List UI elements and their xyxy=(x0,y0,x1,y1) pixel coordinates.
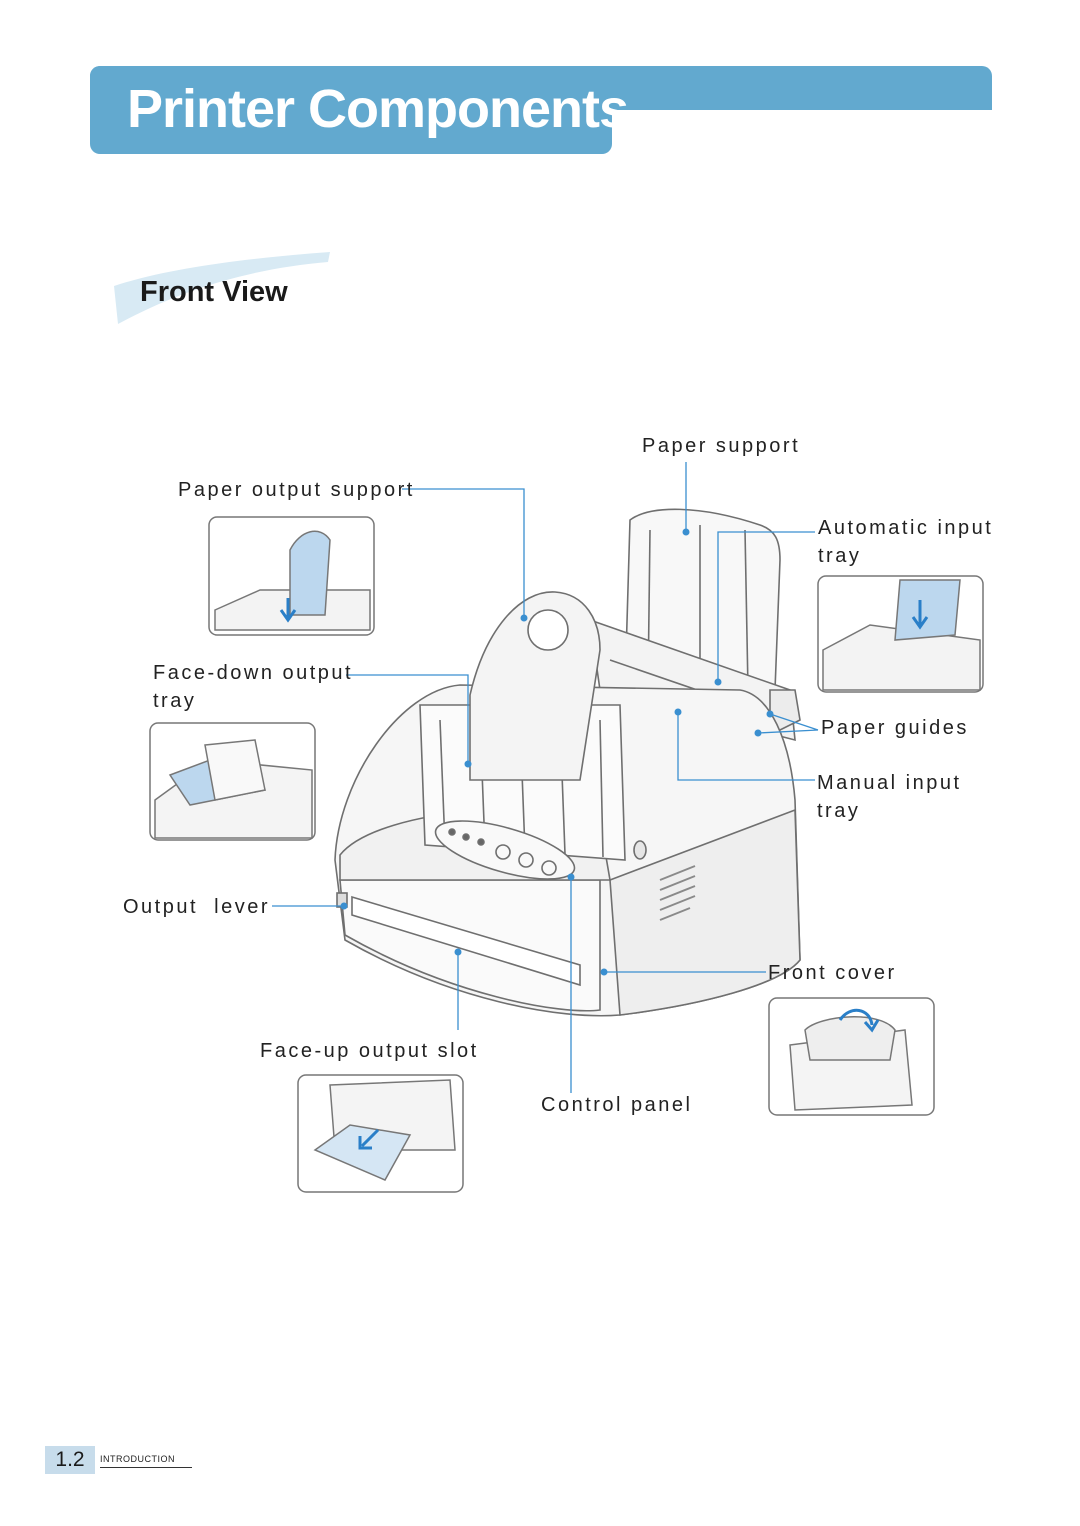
label-output-lever: Output lever xyxy=(123,896,271,918)
inset-face-down-output-tray xyxy=(149,722,316,841)
chapter-label: Introduction xyxy=(100,1454,192,1468)
section-swoosh xyxy=(114,252,330,324)
label-automatic-input-tray-line1: Automatic input xyxy=(818,517,994,539)
page-number: 1.2 xyxy=(45,1446,95,1474)
label-paper-support: Paper support xyxy=(642,435,801,457)
callout-lines xyxy=(272,462,819,1093)
label-face-up-output-slot: Face-up output slot xyxy=(260,1040,479,1062)
inset-automatic-input-tray xyxy=(817,575,984,693)
label-control-panel: Control panel xyxy=(541,1094,693,1116)
label-manual-input-tray-line2: tray xyxy=(817,800,861,822)
label-front-cover: Front cover xyxy=(768,962,897,984)
label-paper-guides: Paper guides xyxy=(821,717,969,739)
inset-front-cover xyxy=(768,997,935,1116)
label-automatic-input-tray-line2: tray xyxy=(818,545,862,567)
label-face-down-output-tray-line1: Face-down output xyxy=(153,662,354,684)
label-paper-output-support: Paper output support xyxy=(178,479,415,501)
inset-face-up-output-slot xyxy=(297,1074,464,1193)
chapter-label-text: Introduction xyxy=(100,1454,175,1464)
page-title: Printer Components xyxy=(127,79,629,139)
label-face-down-output-tray-line2: tray xyxy=(153,690,197,712)
section-title: Front View xyxy=(140,276,288,308)
inset-paper-output-support xyxy=(208,516,375,636)
printer-illustration xyxy=(334,508,801,1017)
title-banner-tab xyxy=(90,66,612,154)
label-manual-input-tray-line1: Manual input xyxy=(817,772,962,794)
callout-dots xyxy=(340,528,774,976)
